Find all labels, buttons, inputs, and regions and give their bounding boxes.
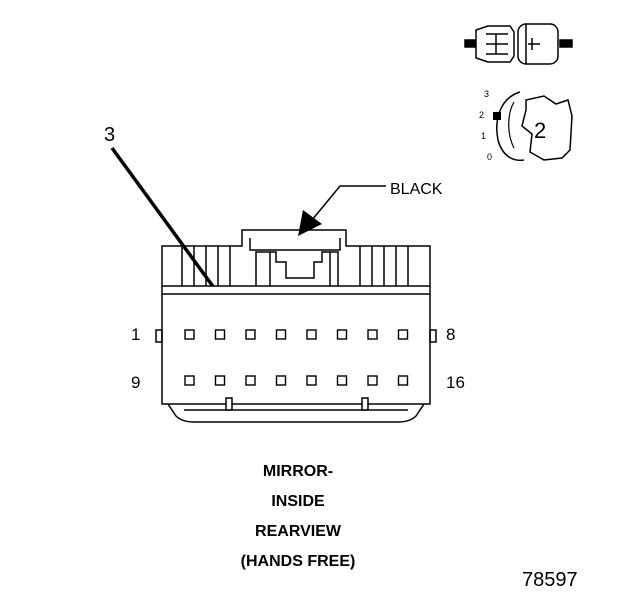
pin-label-bottom-right: 16: [446, 373, 465, 392]
pin-label-top-left: 1: [131, 325, 140, 344]
connector-title-line-1: MIRROR-: [263, 463, 333, 480]
pin-cavity-11: [245, 375, 256, 386]
connector-body: [155, 229, 437, 423]
pin-cavity-10: [214, 375, 226, 386]
pin-cavity-5: [306, 329, 317, 340]
pin-cavity-12: [275, 375, 287, 386]
wire-color-label: BLACK: [390, 181, 443, 198]
pin-cavity-9: [184, 375, 195, 386]
callout-pin-number: 3: [104, 124, 115, 146]
connector-title-line-4: (HANDS FREE): [241, 553, 356, 570]
connector-cavities: [184, 329, 409, 386]
connector-side-view-icon: [464, 23, 573, 65]
connector-title-line-3: REARVIEW: [255, 523, 342, 540]
pin-cavity-14: [336, 375, 348, 386]
pin-cavity-4: [275, 329, 287, 340]
key-selected-position: 2: [534, 118, 546, 143]
pin-cavity-2: [214, 329, 226, 340]
pin-cavity-13: [306, 375, 317, 386]
figure-number: 78597: [522, 569, 578, 591]
key-position-marker-icon: [493, 112, 501, 120]
pin-cavity-1: [184, 329, 195, 340]
pin-cavity-15: [367, 375, 378, 386]
pin-label-bottom-left: 9: [131, 373, 140, 392]
key-scale-label-3: 3: [484, 89, 489, 99]
key-scale-label-1: 1: [481, 131, 486, 141]
pin-label-top-right: 8: [446, 325, 455, 344]
key-scale-label-2: 2: [479, 110, 484, 120]
pin-cavity-3: [245, 329, 256, 340]
connector-title-line-2: INSIDE: [271, 493, 325, 510]
key-scale-label-0: 0: [487, 152, 492, 162]
pin-cavity-8: [397, 329, 409, 340]
wire-color-leader: [298, 185, 386, 236]
key-position-icon: 3 2 1 0 2: [479, 89, 573, 162]
pin-cavity-6: [336, 329, 348, 340]
pin-cavity-16: [397, 375, 409, 386]
pin-cavity-7: [367, 329, 378, 340]
connector-title: MIRROR- INSIDE REARVIEW (HANDS FREE): [241, 463, 356, 570]
